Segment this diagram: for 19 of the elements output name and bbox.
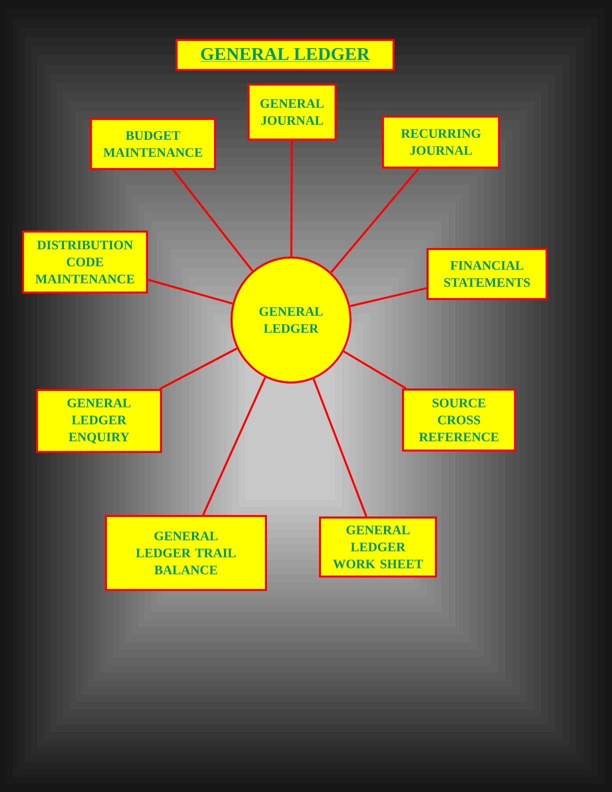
connector-line [330, 168, 420, 274]
connector-line [312, 378, 368, 517]
connector-line [148, 278, 233, 305]
module-box: GENERAL LEDGER ENQUIRY [36, 389, 162, 453]
connector-line [290, 140, 293, 257]
module-box: GENERAL LEDGER WORK SHEET [319, 516, 437, 578]
connector-line [343, 350, 407, 390]
connector-line [172, 169, 254, 272]
connector-line [202, 377, 266, 516]
module-box: SOURCE CROSS REFERENCE [402, 388, 516, 452]
module-box: DISTRIBUTION CODE MAINTENANCE [22, 230, 148, 294]
module-box: GENERAL JOURNAL [248, 84, 336, 140]
module-box: FINANCIAL STATEMENTS [426, 248, 548, 300]
title-box: GENERAL LEDGER [176, 39, 394, 71]
module-box: BUDGET MAINTENANCE [90, 118, 216, 170]
module-box: GENERAL LEDGER TRAIL BALANCE [105, 515, 267, 591]
connector-line [159, 348, 238, 390]
module-box: RECURRING JOURNAL [382, 116, 500, 168]
connector-line [350, 287, 427, 308]
